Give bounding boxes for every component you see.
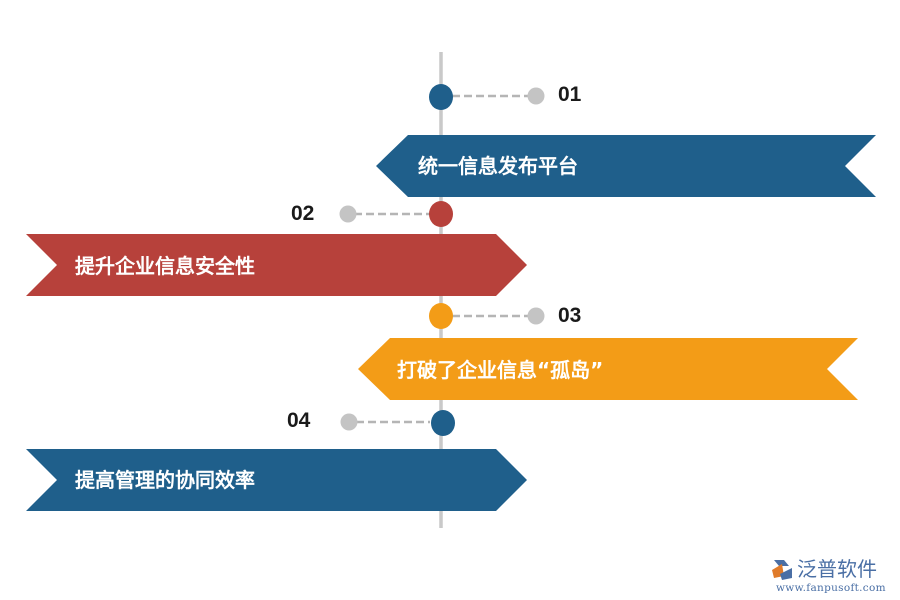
step-03-node bbox=[429, 303, 453, 329]
step-03-banner bbox=[358, 338, 858, 400]
step-04-banner bbox=[26, 449, 527, 511]
step-01: 01 统一信息发布平台 bbox=[376, 83, 876, 197]
logo-name: 泛普软件 bbox=[797, 557, 877, 581]
step-01-end-dot bbox=[527, 87, 545, 105]
step-04-label: 提高管理的协同效率 bbox=[75, 468, 255, 492]
logo-mark-icon bbox=[772, 560, 792, 580]
step-01-node bbox=[429, 84, 453, 110]
step-02-end-dot bbox=[339, 205, 357, 223]
step-03-label: 打破了企业信息“孤岛” bbox=[397, 358, 603, 382]
step-02-label: 提升企业信息安全性 bbox=[75, 254, 255, 278]
step-03-number: 03 bbox=[558, 304, 581, 327]
step-03-end-dot bbox=[527, 307, 545, 325]
step-02: 02 提升企业信息安全性 bbox=[26, 201, 527, 296]
step-02-node bbox=[429, 201, 453, 227]
step-01-banner bbox=[376, 135, 876, 197]
step-01-number: 01 bbox=[558, 83, 582, 106]
step-02-number: 02 bbox=[291, 202, 314, 225]
step-04: 04 提高管理的协同效率 bbox=[26, 409, 527, 511]
step-01-label: 统一信息发布平台 bbox=[418, 154, 578, 178]
logo-url: www.fanpusoft.com bbox=[776, 582, 886, 594]
brand-logo: 泛普软件 www.fanpusoft.com bbox=[772, 557, 886, 594]
step-04-node bbox=[431, 410, 455, 436]
step-04-number: 04 bbox=[287, 409, 311, 432]
step-03: 03 打破了企业信息“孤岛” bbox=[358, 303, 858, 400]
step-04-end-dot bbox=[340, 413, 358, 431]
step-02-banner bbox=[26, 234, 527, 296]
